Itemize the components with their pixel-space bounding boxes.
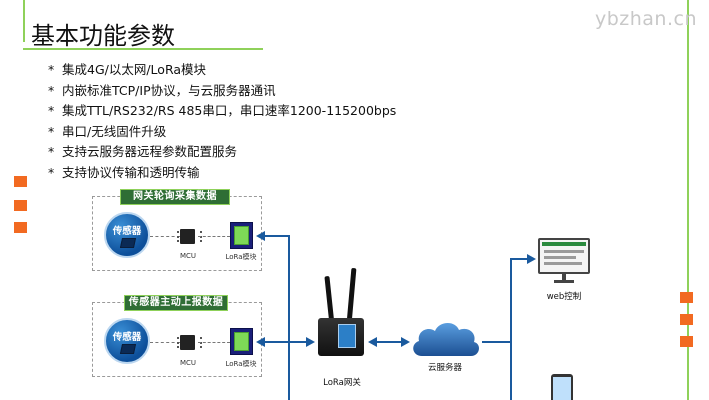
orange-marker bbox=[14, 222, 27, 233]
dashed-connector bbox=[150, 236, 180, 237]
frame-line-top bbox=[23, 48, 263, 50]
feature-item: * 集成4G/以太网/LoRa模块 bbox=[48, 60, 396, 81]
orange-marker bbox=[680, 336, 693, 347]
mcu-label: MCU bbox=[179, 359, 197, 367]
arrow-right-icon bbox=[306, 337, 315, 347]
feature-text: 内嵌标准TCP/IP协议，与云服务器通讯 bbox=[62, 82, 276, 98]
orange-marker bbox=[14, 200, 27, 211]
mcu-chip-icon bbox=[177, 335, 202, 350]
feature-item: * 支持协议传输和透明传输 bbox=[48, 163, 396, 184]
dashed-connector bbox=[198, 342, 230, 343]
orange-marker bbox=[680, 314, 693, 325]
dashed-connector bbox=[150, 342, 180, 343]
page-title: 基本功能参数 bbox=[31, 22, 175, 50]
sensor-chip-icon bbox=[119, 238, 137, 248]
bullet-star: * bbox=[48, 144, 55, 160]
feature-item: * 支持云服务器远程参数配置服务 bbox=[48, 142, 396, 163]
feature-text: 支持云服务器远程参数配置服务 bbox=[62, 144, 238, 160]
bullet-star: * bbox=[48, 123, 55, 139]
feature-item: * 内嵌标准TCP/IP协议，与云服务器通讯 bbox=[48, 81, 396, 102]
sensor-icon: 传感器 bbox=[104, 318, 150, 364]
sensor-label: 传感器 bbox=[112, 226, 142, 237]
antenna-icon bbox=[346, 267, 357, 325]
monitor-base bbox=[554, 280, 574, 283]
gateway-icon bbox=[318, 318, 364, 356]
arrow-left-icon bbox=[256, 337, 265, 347]
feature-item: * 集成TTL/RS232/RS 485串口，串口速率1200-115200bps bbox=[48, 101, 396, 122]
lora-module-icon bbox=[230, 328, 253, 355]
sensor-icon: 传感器 bbox=[104, 212, 150, 258]
watermark: ybzhan.cn bbox=[594, 8, 697, 30]
frame-line-right bbox=[687, 0, 689, 400]
arrow-right-icon bbox=[527, 254, 536, 264]
web-label: web控制 bbox=[546, 292, 582, 302]
bullet-star: * bbox=[48, 62, 55, 77]
cloud-icon bbox=[413, 322, 480, 356]
monitor-icon bbox=[538, 238, 590, 274]
phone-icon bbox=[551, 374, 573, 400]
bullet-star: * bbox=[48, 164, 55, 180]
feature-text: 集成TTL/RS232/RS 485串口，串口速率1200-115200bps bbox=[62, 103, 397, 119]
frame-line-left bbox=[23, 0, 25, 42]
mcu-label: MCU bbox=[179, 252, 197, 260]
orange-marker bbox=[14, 176, 27, 187]
report-box-header: 传感器主动上报数据 bbox=[124, 295, 228, 311]
feature-item: * 串口/无线固件升级 bbox=[48, 122, 396, 143]
feature-list: * 集成4G/以太网/LoRa模块 * 内嵌标准TCP/IP协议，与云服务器通讯 *… bbox=[48, 60, 396, 184]
arrow-line bbox=[262, 235, 290, 237]
arrow-line bbox=[510, 258, 532, 260]
polling-box-header: 网关轮询采集数据 bbox=[120, 189, 230, 205]
cloud-label: 云服务器 bbox=[427, 363, 462, 373]
sensor-label: 传感器 bbox=[112, 332, 142, 343]
arrow-left-icon bbox=[368, 337, 377, 347]
lora-module-label: LoRa模块 bbox=[225, 253, 257, 261]
feature-text: 支持协议传输和透明传输 bbox=[62, 164, 200, 180]
gateway-label: LoRa网关 bbox=[323, 378, 361, 388]
lora-module-icon bbox=[230, 222, 253, 249]
bus-line bbox=[288, 235, 290, 400]
arrow-line bbox=[262, 341, 310, 343]
bus-line bbox=[510, 258, 512, 400]
feature-text: 串口/无线固件升级 bbox=[62, 123, 167, 139]
arrow-line bbox=[372, 341, 406, 343]
bullet-star: * bbox=[48, 103, 55, 119]
dashed-connector bbox=[198, 236, 230, 237]
orange-marker bbox=[680, 292, 693, 303]
arrow-right-icon bbox=[401, 337, 410, 347]
monitor-stand bbox=[562, 274, 566, 280]
bullet-star: * bbox=[48, 82, 55, 98]
mcu-chip-icon bbox=[177, 229, 202, 244]
arrow-line bbox=[482, 341, 512, 343]
feature-text: 集成4G/以太网/LoRa模块 bbox=[62, 62, 207, 77]
sensor-chip-icon bbox=[119, 344, 137, 354]
lora-module-label: LoRa模块 bbox=[225, 360, 257, 368]
arrow-left-icon bbox=[256, 231, 265, 241]
